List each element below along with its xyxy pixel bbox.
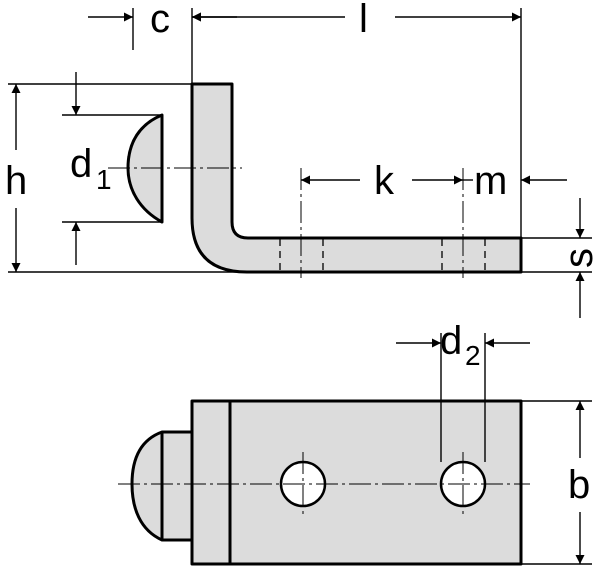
dimension-l: l bbox=[192, 0, 521, 41]
label-m: m bbox=[474, 159, 507, 203]
label-h: h bbox=[5, 159, 27, 203]
label-s: s bbox=[557, 248, 600, 268]
side-view bbox=[108, 82, 523, 278]
dimension-s: s bbox=[557, 198, 600, 318]
top-view bbox=[118, 399, 530, 566]
label-k: k bbox=[374, 159, 395, 203]
label-d2-subscript: 2 bbox=[465, 340, 481, 371]
label-d1: d bbox=[70, 142, 92, 186]
label-c: c bbox=[150, 0, 170, 41]
bracket-profile bbox=[190, 82, 523, 274]
dimension-h: h bbox=[5, 84, 27, 272]
dimension-k: k bbox=[301, 159, 463, 203]
label-d1-subscript: 1 bbox=[96, 164, 112, 195]
dimension-b: b bbox=[568, 401, 590, 564]
label-l: l bbox=[359, 0, 368, 41]
dimension-d2: d 2 bbox=[396, 319, 530, 371]
dimension-d1: d 1 bbox=[70, 72, 112, 265]
dimension-m: m bbox=[463, 159, 567, 203]
dimension-c: c bbox=[88, 0, 237, 41]
extension-lines-side bbox=[8, 8, 592, 273]
label-d2: d bbox=[440, 319, 462, 363]
label-b: b bbox=[568, 463, 590, 507]
